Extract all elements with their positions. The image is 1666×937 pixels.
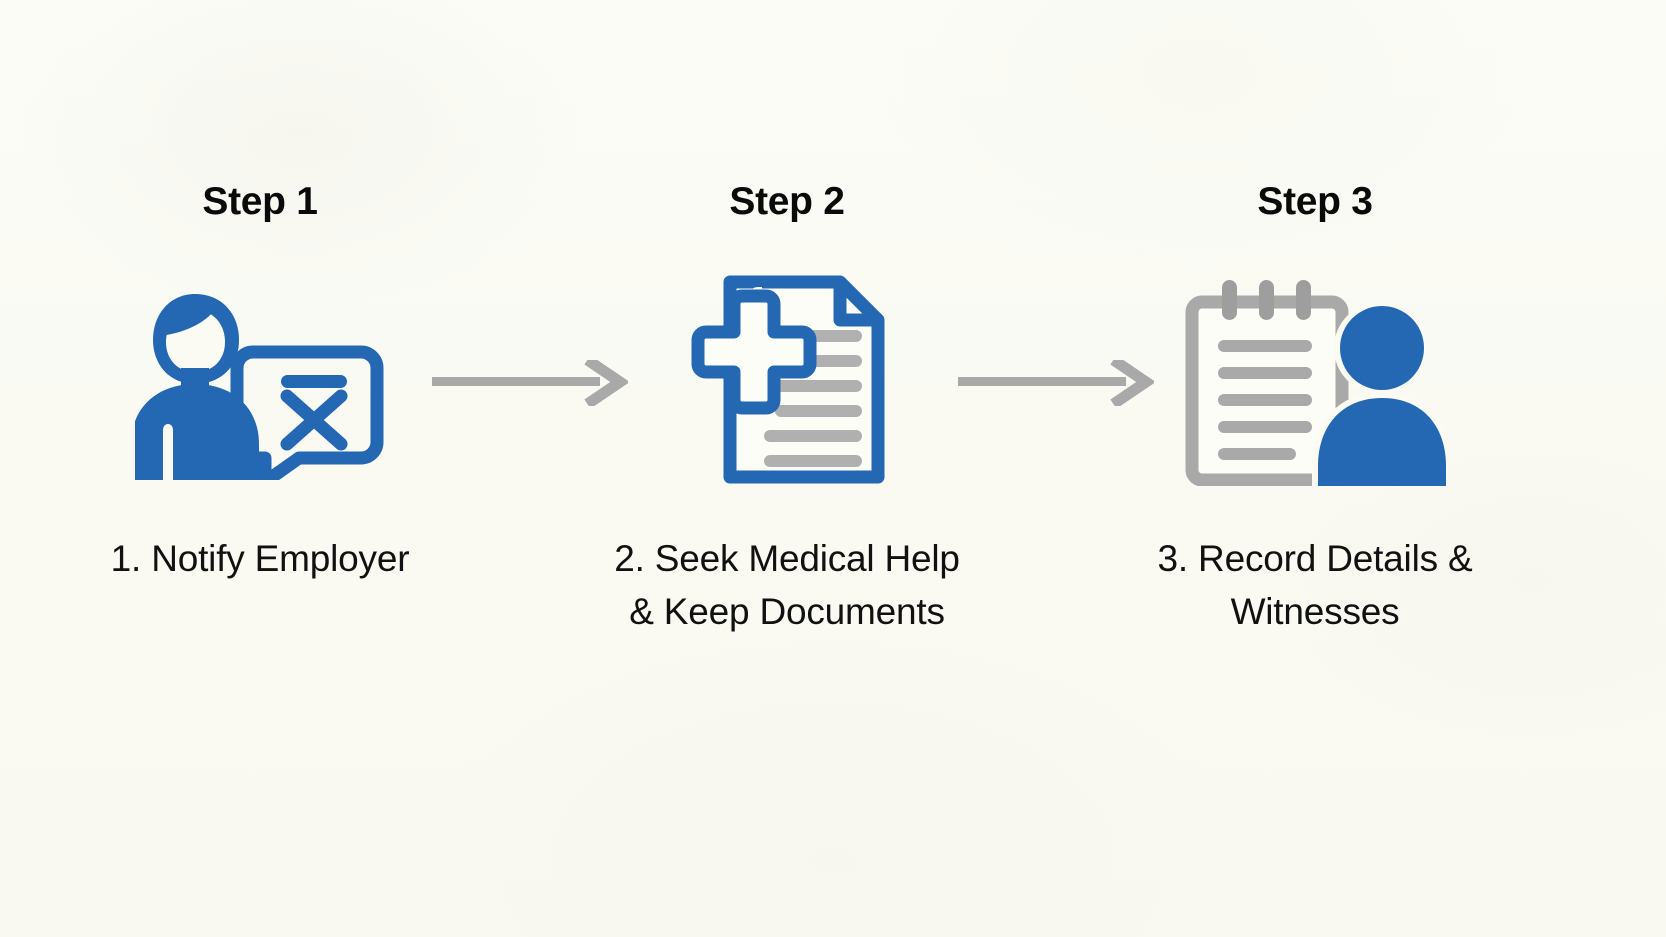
process-step-1: Step 1 xyxy=(90,0,430,937)
medical-cross-document-icon xyxy=(691,275,885,484)
connector-arrow-1 xyxy=(432,355,630,409)
step-1-icon-container xyxy=(90,272,430,487)
arrow-right-icon xyxy=(958,355,1156,409)
process-step-3: Step 3 3. Record Details & Witnesses xyxy=(1145,0,1485,937)
step-3-caption: 3. Record Details & Witnesses xyxy=(1157,538,1473,632)
step-1-heading: Step 1 xyxy=(202,180,318,223)
step-3-heading: Step 3 xyxy=(1257,180,1373,223)
step-1-caption: 1. Notify Employer xyxy=(110,538,410,579)
notepad-with-person-icon xyxy=(1185,279,1446,486)
arrow-right-icon xyxy=(432,355,630,409)
step-2-caption: 2. Seek Medical Help & Keep Documents xyxy=(614,538,960,632)
step-2-heading: Step 2 xyxy=(729,180,845,223)
process-step-2: Step 2 2. Seek Medical Help & Keep Docum… xyxy=(614,0,960,937)
connector-arrow-2 xyxy=(958,355,1156,409)
step-3-icon-container xyxy=(1145,272,1485,487)
person-with-report-speech-bubble-icon xyxy=(135,293,384,480)
step-2-icon-container xyxy=(617,272,957,487)
